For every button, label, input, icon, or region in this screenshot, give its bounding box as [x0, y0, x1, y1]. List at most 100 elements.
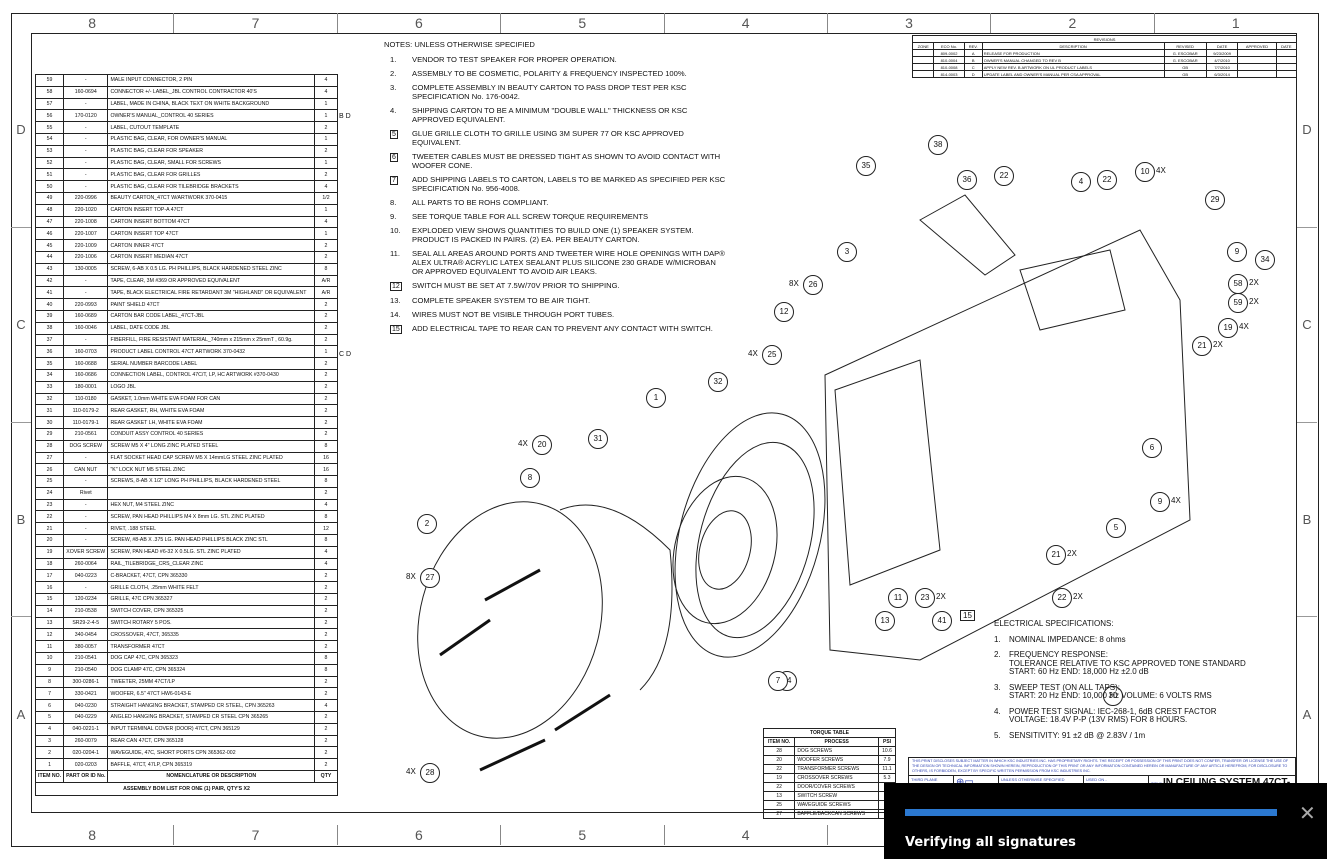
- revision-cell: B: [963, 56, 983, 64]
- bom-part: 300-0286-1: [63, 675, 109, 689]
- callout-quantity: 4X: [748, 349, 758, 358]
- bom-item: 2: [34, 746, 65, 760]
- close-icon[interactable]: ✕: [1299, 803, 1316, 825]
- bom-qty: 4: [314, 215, 338, 229]
- bom-qty: 2: [314, 640, 338, 654]
- callout-balloon-35: 35: [856, 156, 876, 176]
- bom-desc: ANGLED HANGING BRACKET, STAMPED CR STEEL…: [107, 711, 315, 724]
- bom-item: 10: [34, 652, 65, 665]
- electrical-line: SENSITIVITY: 91 ±2 dB @ 2.83V / 1m: [1009, 730, 1146, 740]
- bom-qty: 4: [314, 557, 338, 571]
- torque-title: TORQUE TABLE: [763, 728, 896, 738]
- used-on-label: USED ON: [1086, 777, 1105, 782]
- revision-cell: [1237, 49, 1277, 57]
- bom-item: 42: [34, 274, 65, 288]
- revision-cell: [1237, 63, 1277, 71]
- revision-cell: [911, 63, 935, 71]
- revision-cell: G. ESCOBAR: [1163, 56, 1207, 64]
- bom-part: -: [63, 522, 109, 536]
- callout-balloon-29: 29: [1205, 190, 1225, 210]
- bom-part: CAN NUT: [63, 463, 109, 477]
- note-item: 2.ASSEMBLY TO BE COSMETIC, POLARITY & FR…: [384, 69, 729, 78]
- callout-balloon-1: 1: [646, 388, 666, 408]
- bom-item: 28: [34, 439, 65, 453]
- zone-row-B: B: [1297, 423, 1317, 618]
- revision-cell: 809-0002: [933, 49, 965, 57]
- bom-part: 220-0993: [63, 298, 109, 311]
- torque-cell: 25: [762, 800, 796, 810]
- bom-part: -: [63, 451, 109, 465]
- bom-desc: CARTON INSERT BOTTOM 47CT: [107, 215, 315, 229]
- torque-cell: WOOFER SCREWS: [794, 755, 880, 765]
- bom-row: 37-FIBERFILL, FIRE RESISTANT MATERIAL_74…: [34, 333, 338, 347]
- bom-qty: 1/2: [314, 191, 338, 205]
- note-text: EXPLODED VIEW SHOWS QUANTITIES TO BUILD …: [412, 226, 694, 244]
- bom-qty: 2: [314, 392, 338, 406]
- electrical-line: START: 20 Hz END: 10,000 Hz VOLUME: 6 VO…: [1009, 691, 1212, 700]
- bom-item: 19: [34, 545, 65, 559]
- bom-desc: CARTON INSERT TOP-A 47CT: [107, 203, 315, 217]
- bom-part: 110-0179-2: [63, 404, 109, 418]
- note-text: COMPLETE SPEAKER SYSTEM TO BE AIR TIGHT.: [412, 296, 591, 305]
- callout-quantity: 8X: [406, 572, 416, 581]
- bom-item: 7: [34, 687, 65, 701]
- note-text: ALL PARTS TO BE ROHS COMPLIANT.: [412, 198, 549, 207]
- bom-desc: PLASTIC BAG, CLEAR FOR TILEBRIDGE BRACKE…: [107, 180, 315, 193]
- bom-desc: SCREW, PAN HEAD PHILLIPS M4 X 8mm LG. ST…: [107, 510, 315, 524]
- bom-item: 59: [34, 74, 65, 87]
- bom-desc: [107, 486, 315, 500]
- torque-cell: 28: [762, 746, 796, 756]
- note-text: SEE TORQUE TABLE FOR ALL SCREW TORQUE RE…: [412, 212, 649, 221]
- callout-balloon-20: 20: [532, 435, 552, 455]
- bom-part: 120-0234: [63, 593, 109, 606]
- callout-quantity: 8X: [789, 279, 799, 288]
- bom-part: Rivet: [63, 486, 109, 500]
- bom-qty: 2: [314, 758, 338, 772]
- bom-qty: 4: [314, 74, 338, 87]
- note-flag: 6: [390, 153, 398, 162]
- bom-qty: 1: [314, 132, 338, 146]
- bom-qty: 8: [314, 652, 338, 665]
- bom-qty: 2: [314, 298, 338, 311]
- bom-item: 24: [34, 486, 65, 500]
- bom-part: 220-1008: [63, 215, 109, 229]
- revision-cell: [911, 56, 935, 64]
- bom-desc: WOOFER, 6.5" 47CT HW6-0143-E: [107, 687, 315, 701]
- callout-balloon-3: 3: [837, 242, 857, 262]
- bom-desc: CONDUIT ASSY CONTROL 40 SERIES: [107, 427, 315, 441]
- bom-item: 33: [34, 380, 65, 394]
- electrical-item: 3.SWEEP TEST (ON ALL TAPS):START: 20 Hz …: [994, 683, 1284, 701]
- bom-item: 25: [34, 475, 65, 488]
- bom-desc: PLASTIC BAG, CLEAR, FOR OWNER'S MANUAL: [107, 132, 315, 146]
- bom-item: 41: [34, 286, 65, 300]
- revision-cell: G. ESCOBAR: [1163, 49, 1207, 57]
- bom-row: 25-SCREWS, 8-AB X 1/2" LONG PH PHILLIPS,…: [34, 475, 338, 488]
- callout-balloon-25: 25: [762, 345, 782, 365]
- bom-row: 27-FLAT SOCKET HEAD CAP SCREW M5 X 14mmL…: [34, 451, 338, 465]
- torque-cell: DOOR/COVER SCREWS: [794, 782, 880, 792]
- torque-cell: 11.1: [878, 764, 896, 774]
- callout-balloon-21: 21: [1046, 545, 1066, 565]
- electrical-number: 5.: [994, 730, 1001, 740]
- torque-cell: CROSSOVER SCREWS: [794, 773, 880, 783]
- torque-header: PROCESS: [794, 737, 880, 747]
- zone-row-C: C: [11, 228, 31, 423]
- bom-desc: CARTON INSERT MEDIAN 47CT: [107, 250, 315, 264]
- torque-cell: SWITCH SCREW: [794, 791, 880, 801]
